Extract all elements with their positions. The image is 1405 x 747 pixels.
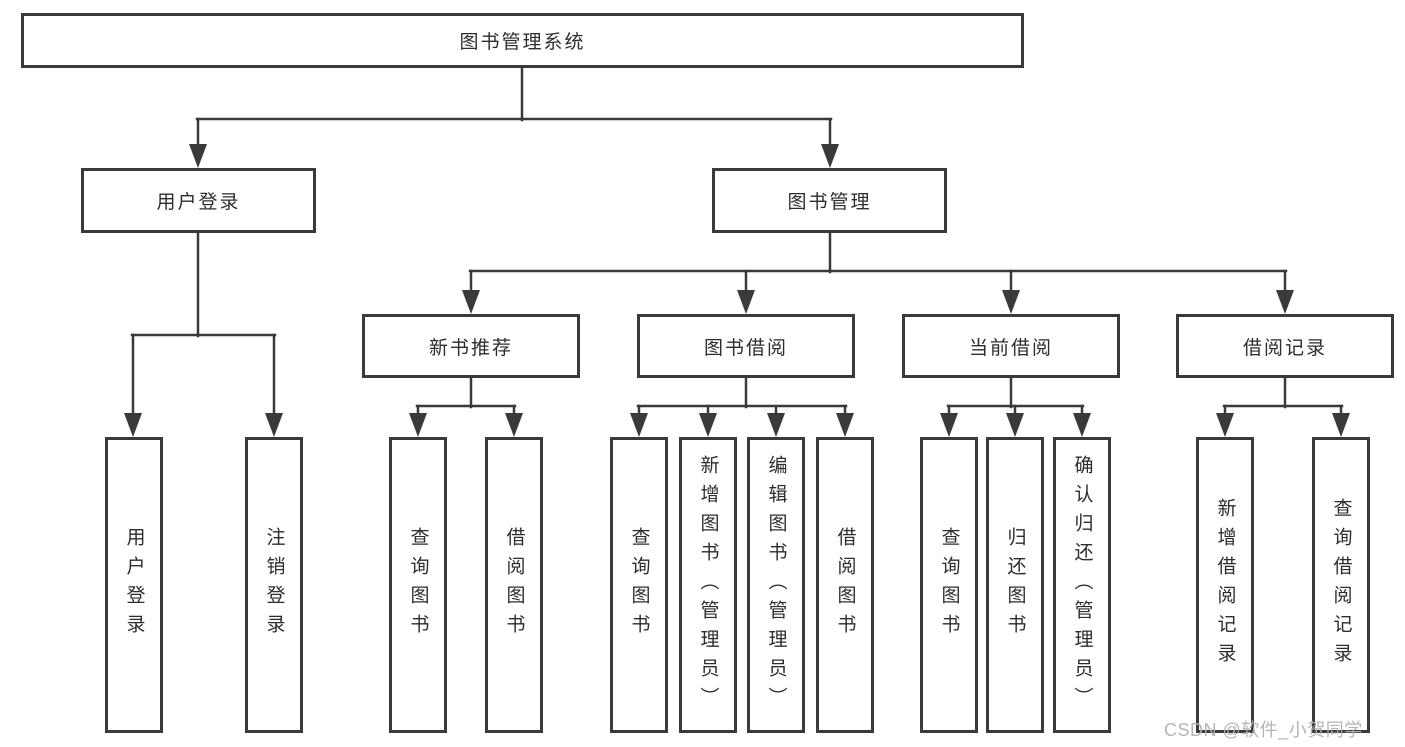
leaf-user-login: 用户登录: [105, 437, 163, 733]
node-label: 查询借阅记录: [1330, 498, 1352, 672]
node-label: 查询图书: [628, 527, 650, 643]
leaf-br-add-borrow-record: 新增借阅记录: [1196, 437, 1254, 733]
node-library-management-system: 图书管理系统: [21, 13, 1024, 68]
node-label: 注销登录: [263, 527, 285, 643]
node-label: 用户登录: [123, 527, 145, 643]
node-label: 归还图书: [1004, 527, 1026, 643]
node-label: 新增图书（管理员）: [697, 454, 719, 716]
node-label: 查询图书: [407, 527, 429, 643]
node-label: 借阅图书: [503, 527, 525, 643]
node-book-borrow: 图书借阅: [637, 314, 855, 378]
node-label: 图书管理系统: [459, 32, 586, 53]
leaf-cb-query-books: 查询图书: [920, 437, 978, 733]
leaf-nbr-query-books: 查询图书: [389, 437, 447, 733]
node-book-management: 图书管理: [712, 168, 947, 233]
node-label: 确认归还（管理员）: [1071, 454, 1093, 716]
leaf-cb-return-books: 归还图书: [986, 437, 1044, 733]
node-user-login: 用户登录: [81, 168, 316, 233]
node-label: 图书管理: [787, 192, 872, 213]
node-label: 查询图书: [938, 527, 960, 643]
node-current-borrow: 当前借阅: [902, 314, 1120, 378]
connector-arrows: [124, 117, 1350, 437]
leaf-br-query-borrow-record: 查询借阅记录: [1312, 437, 1370, 733]
node-borrow-records: 借阅记录: [1176, 314, 1394, 378]
leaf-bb-add-books-admin: 新增图书（管理员）: [679, 437, 737, 733]
node-label: 借阅图书: [834, 527, 856, 643]
node-label: 用户登录: [156, 192, 241, 213]
connector-stems: [196, 66, 1287, 409]
leaf-nbr-borrow-books: 借阅图书: [485, 437, 543, 733]
leaf-bb-edit-books-admin: 编辑图书（管理员）: [747, 437, 805, 733]
node-label: 新书推荐: [428, 337, 513, 359]
node-label: 图书借阅: [703, 337, 788, 359]
leaf-logout: 注销登录: [245, 437, 303, 733]
leaf-cb-confirm-return-admin: 确认归还（管理员）: [1053, 437, 1111, 733]
leaf-bb-query-books: 查询图书: [610, 437, 668, 733]
node-label: 新增借阅记录: [1214, 498, 1236, 672]
csdn-watermark: CSDN @软件_小贺同学: [1164, 720, 1363, 740]
node-label: 编辑图书（管理员）: [765, 454, 787, 716]
node-label: 借阅记录: [1242, 337, 1327, 359]
node-label: 当前借阅: [968, 337, 1053, 359]
node-new-book-recommend: 新书推荐: [362, 314, 580, 378]
leaf-bb-borrow-books: 借阅图书: [816, 437, 874, 733]
